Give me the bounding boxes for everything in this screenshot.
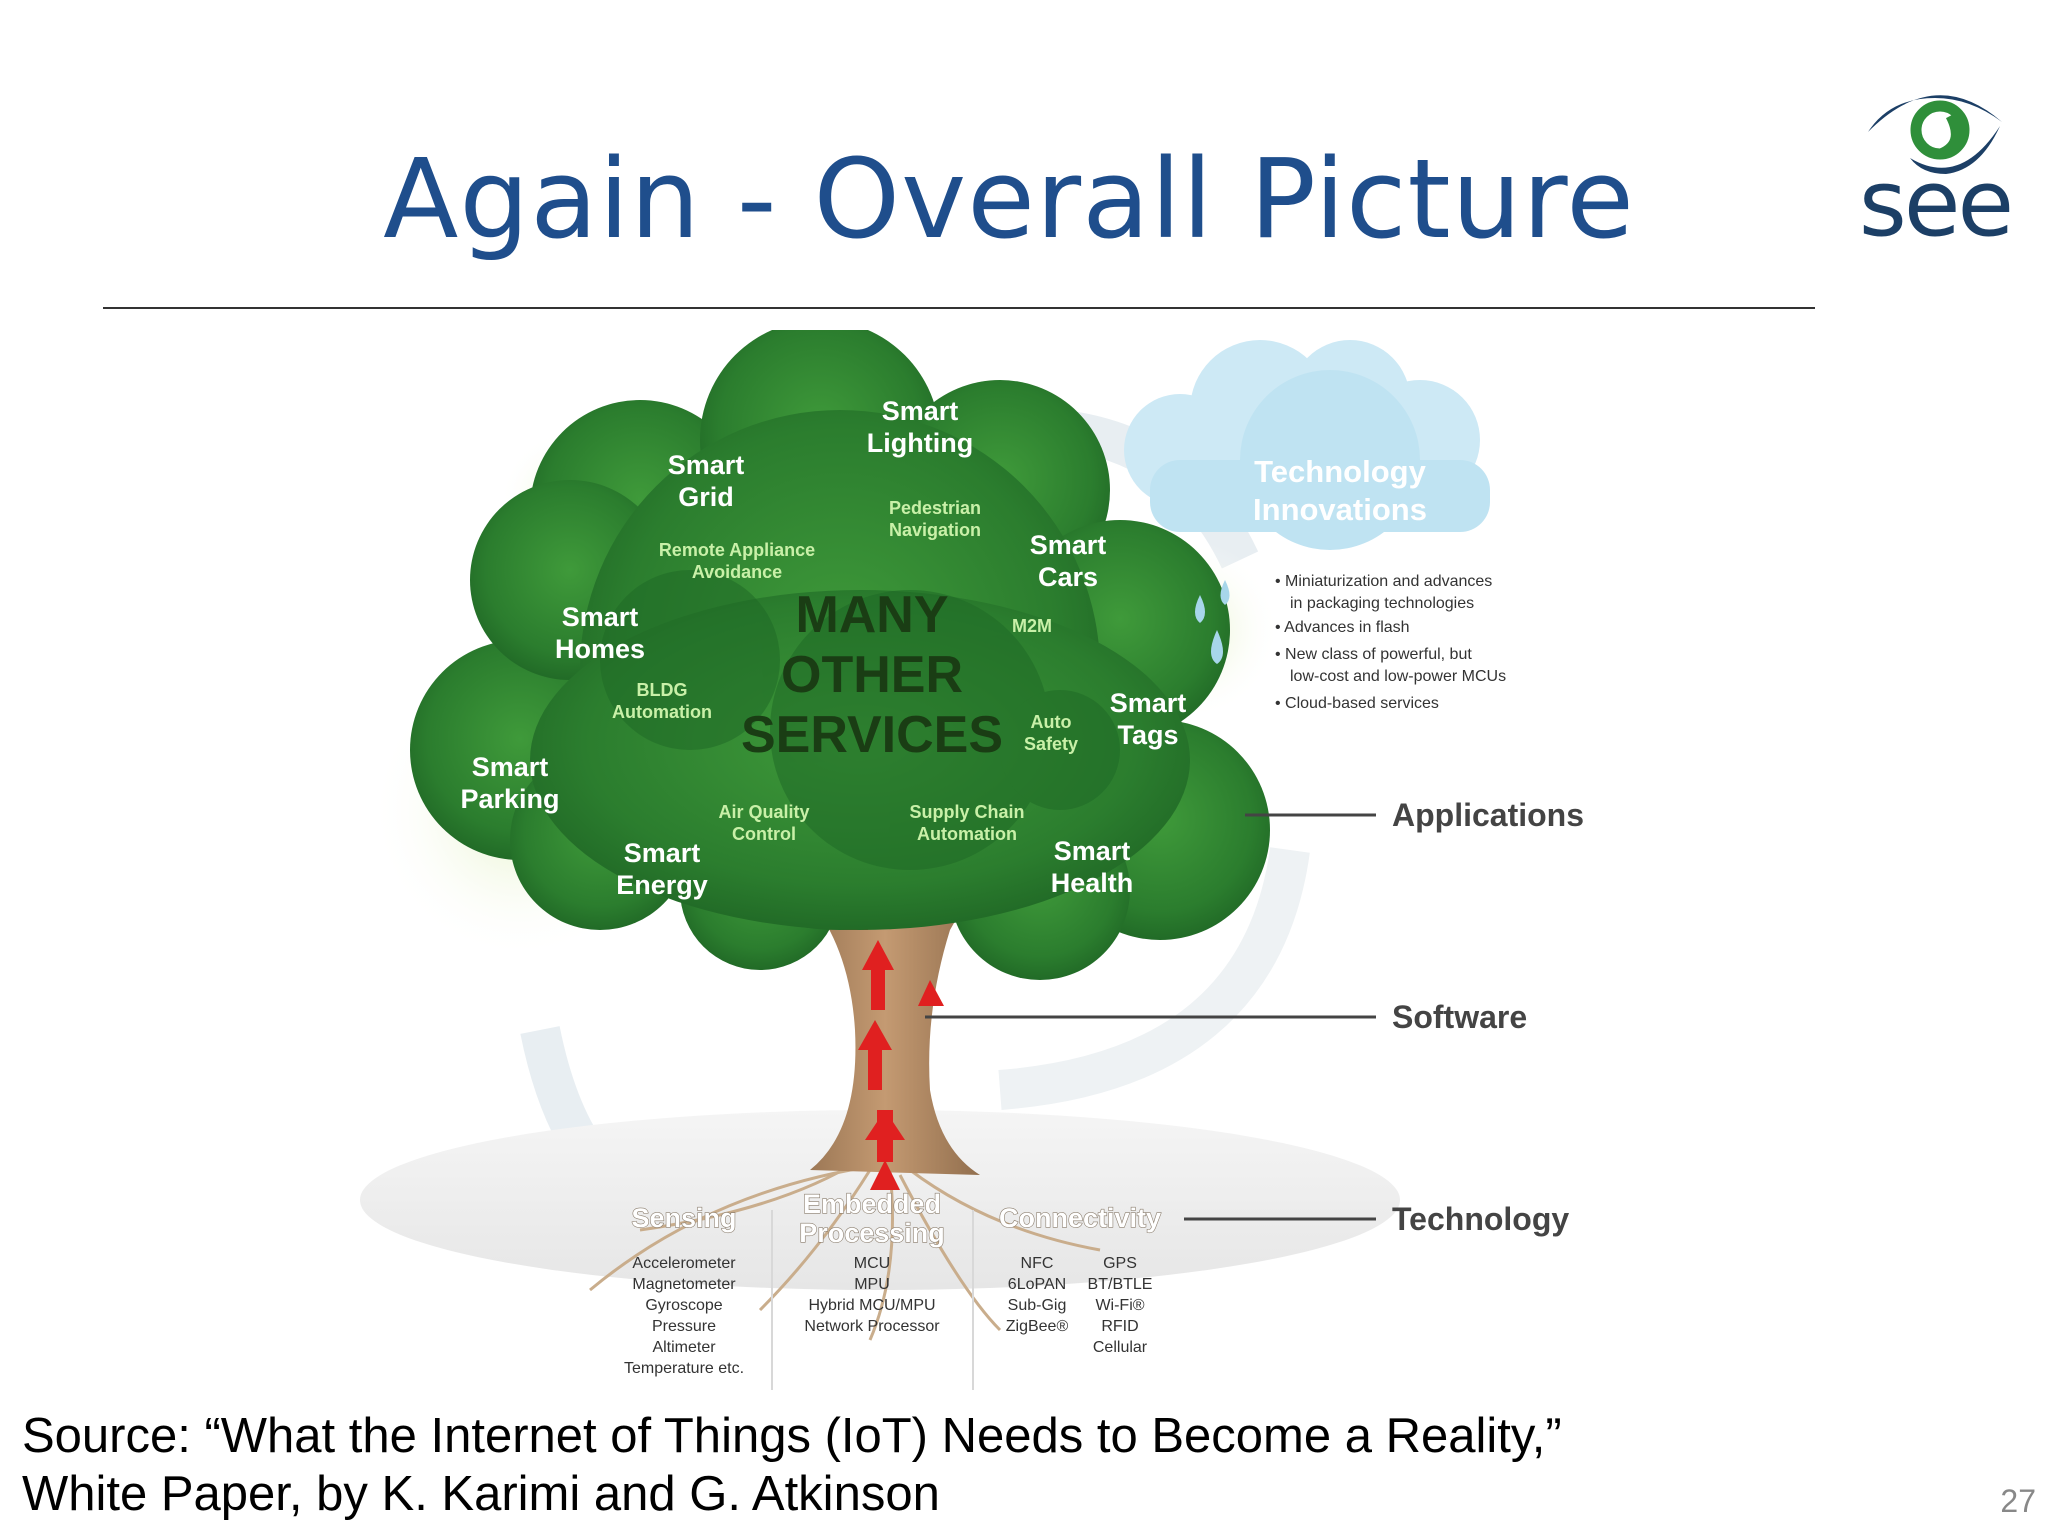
title-divider: [103, 307, 1815, 309]
sensing-title: Sensing: [631, 1203, 736, 1233]
smart-energy-label: Smart: [624, 838, 701, 868]
air-quality-label: Air Quality: [718, 802, 809, 822]
embedded-processing-title: Embedded: [803, 1189, 941, 1219]
source-citation-line-2: White Paper, by K. Karimi and G. Atkinso…: [22, 1467, 940, 1521]
smart-tags-label: Smart: [1110, 688, 1187, 718]
m2m-label: M2M: [1012, 616, 1052, 636]
remote-appliance-label: Remote Appliance: [659, 540, 815, 560]
software-label: Software: [1392, 999, 1527, 1035]
applications-label: Applications: [1392, 797, 1584, 833]
sensing-item: Accelerometer: [632, 1255, 736, 1272]
tree-roots: [589, 1158, 1101, 1341]
supply-chain-label: Supply Chain: [909, 802, 1024, 822]
connectivity-item: NFC: [1021, 1255, 1054, 1272]
bldg-automation-label: BLDG: [637, 680, 688, 700]
services-label: SERVICES: [741, 706, 1003, 764]
sensing-item: Temperature etc.: [624, 1360, 744, 1377]
sensing-item: Pressure: [652, 1318, 716, 1335]
source-citation-line-1: Source: “What the Internet of Things (Io…: [22, 1409, 1562, 1463]
technology-innovations-title: Technology: [1254, 454, 1426, 489]
smart-parking-label: Smart: [472, 752, 549, 782]
smart-grid-label: Smart: [668, 450, 745, 480]
cycle-arc-lower: [998, 847, 1310, 1110]
other-label: OTHER: [781, 646, 963, 704]
ground-shadow: [360, 1110, 1400, 1290]
connectivity-title: Connectivity: [999, 1203, 1161, 1233]
foliage-accent: [600, 570, 1120, 870]
smart-homes-label: Smart: [562, 602, 639, 632]
smart-lighting-label: Smart: [882, 396, 959, 426]
smart-cars-label: Smart: [1030, 530, 1107, 560]
bullet-2: • Advances in flash: [1275, 619, 1410, 636]
connectivity-item: BT/BTLE: [1088, 1276, 1153, 1293]
technology-cloud: [1124, 340, 1490, 550]
bullet-3b: low-cost and low-power MCUs: [1290, 668, 1506, 685]
connectivity-item: 6LoPAN: [1008, 1276, 1066, 1293]
connectivity-item: Sub-Gig: [1008, 1297, 1067, 1314]
connectivity-item: Cellular: [1093, 1339, 1148, 1356]
embedded-item: MCU: [854, 1255, 890, 1272]
bullet-3: • New class of powerful, but: [1275, 646, 1472, 663]
embedded-item: Hybrid MCU/MPU: [808, 1297, 935, 1314]
logo-wordmark: see: [1858, 150, 2014, 257]
technology-label: Technology: [1392, 1201, 1569, 1237]
pedestrian-navigation-label: Pedestrian: [889, 498, 981, 518]
slide-title: Again - Overall Picture: [383, 135, 1635, 263]
auto-safety-label: Auto: [1031, 712, 1072, 732]
bullet-1b: in packaging technologies: [1290, 595, 1474, 612]
bullet-1: • Miniaturization and advances: [1275, 573, 1492, 590]
eye-logo-icon: [1868, 95, 2002, 174]
embedded-item: Network Processor: [804, 1318, 940, 1335]
sensing-item: Gyroscope: [645, 1297, 722, 1314]
page-number: 27: [2000, 1483, 2036, 1519]
sensing-item: Magnetometer: [632, 1276, 736, 1293]
connectivity-item: RFID: [1101, 1318, 1138, 1335]
rain-drops: [1195, 580, 1230, 664]
connectivity-item: Wi-Fi®: [1095, 1297, 1144, 1314]
connectivity-item: GPS: [1103, 1255, 1137, 1272]
many-label: MANY: [795, 586, 948, 644]
connectivity-item: ZigBee®: [1006, 1318, 1069, 1335]
smart-health-label: Smart: [1054, 836, 1131, 866]
bullet-4: • Cloud-based services: [1275, 695, 1439, 712]
sensing-item: Altimeter: [652, 1339, 716, 1356]
embedded-item: MPU: [854, 1276, 890, 1293]
